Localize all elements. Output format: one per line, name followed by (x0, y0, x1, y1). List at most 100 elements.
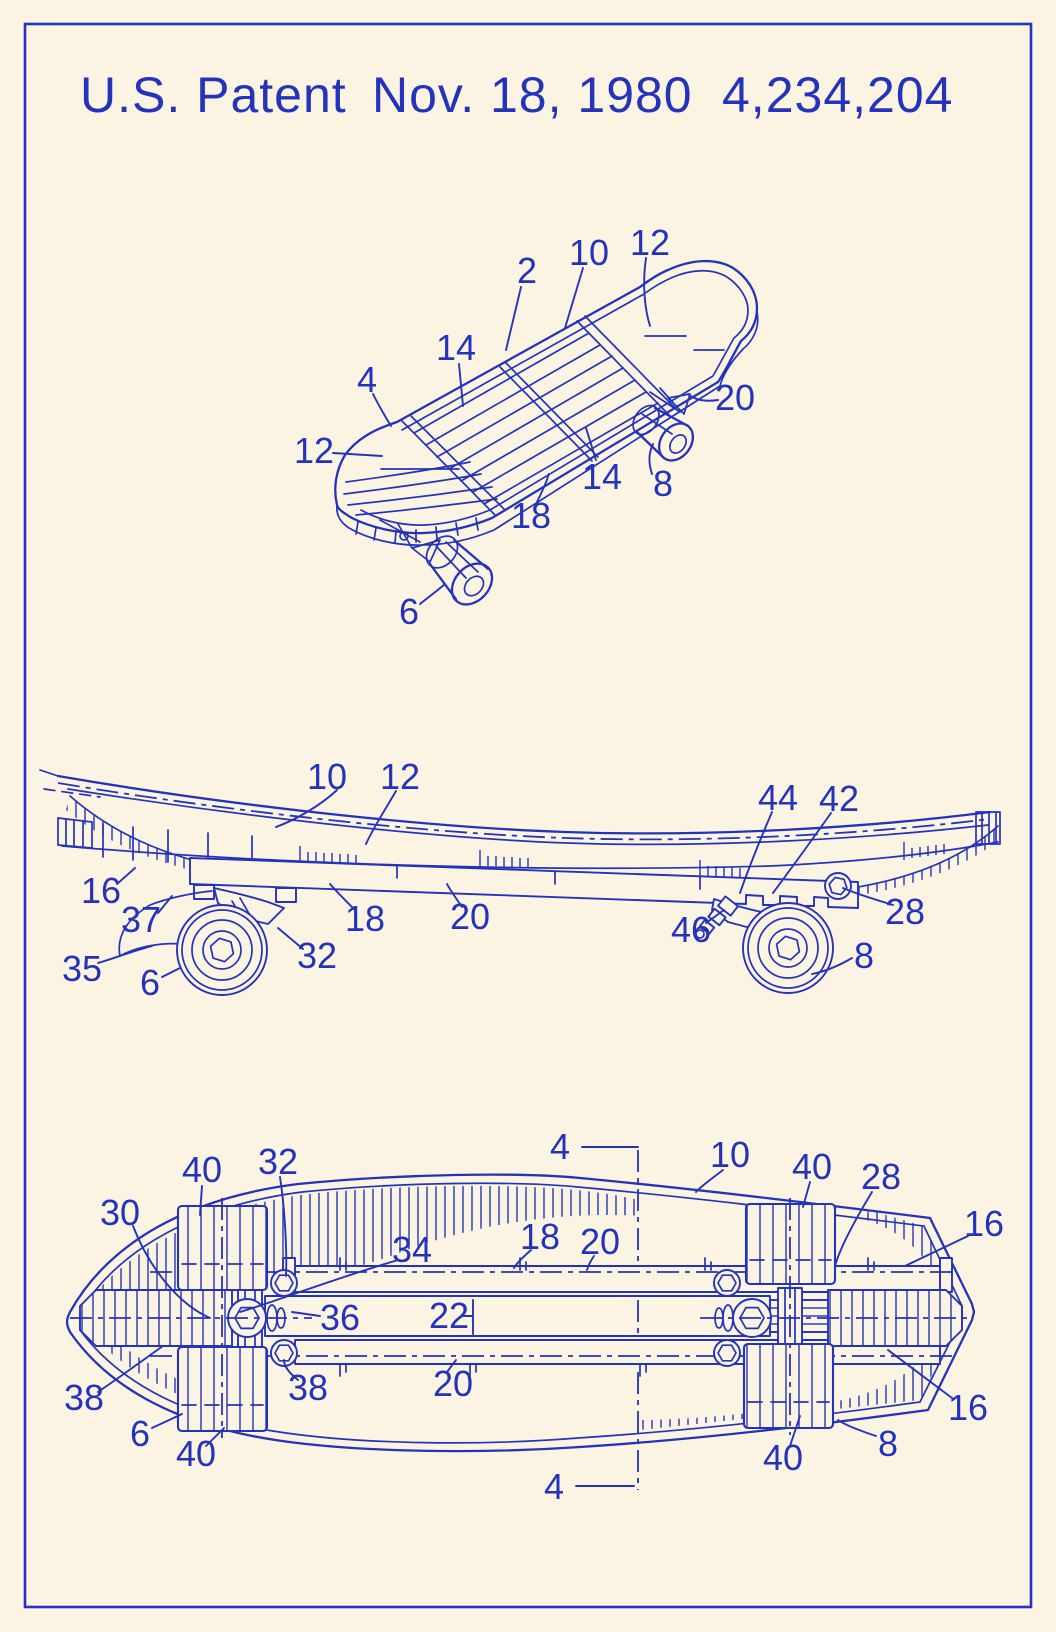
deck-inner-rim (360, 269, 749, 526)
tick-group-b (479, 850, 529, 868)
ref-numeral: 36 (320, 1297, 360, 1338)
rear-nut-lower (713, 1339, 741, 1367)
ref-numeral: 4 (544, 1466, 564, 1507)
ref-numeral: 40 (182, 1149, 222, 1190)
ref-numeral: 20 (450, 896, 490, 937)
ref-numeral: 44 (758, 777, 798, 818)
deck-top-line (56, 774, 992, 835)
ref-numeral: 16 (81, 870, 121, 911)
rear-wheel-side (742, 902, 834, 994)
ref-numeral: 40 (792, 1146, 832, 1187)
ref-numeral: 46 (671, 909, 711, 950)
frame-segments (102, 823, 253, 867)
ref-numeral: 2 (517, 250, 537, 291)
ref-numeral: 18 (520, 1216, 560, 1257)
deck-underside-line (67, 788, 989, 846)
ref-numeral: 20 (580, 1221, 620, 1262)
ref-numeral: 4 (550, 1126, 570, 1167)
ref-numeral: 12 (294, 430, 334, 471)
ref-numeral: 18 (511, 495, 551, 536)
front-nut-lower (270, 1339, 298, 1367)
tail-wedge-edge (805, 825, 999, 893)
flat-dashes (380, 335, 725, 470)
nose-hidden-dash (43, 788, 101, 798)
header-date: Nov. 18, 1980 (372, 67, 693, 123)
ref-numeral: 10 (569, 232, 609, 273)
ref-numeral: 18 (345, 898, 385, 939)
deck-grooves (413, 332, 659, 505)
rim-ticks (355, 517, 479, 544)
ref-numeral: 20 (433, 1363, 473, 1404)
ref-numeral: 34 (392, 1229, 432, 1270)
nose-ribs (343, 461, 498, 516)
ref-numeral: 38 (288, 1367, 328, 1408)
sheet-border (23, 22, 1033, 1609)
nose-tip-line (39, 769, 59, 777)
front-wheel (425, 535, 494, 606)
front-riser-pad2 (275, 887, 297, 903)
ref-numeral: 38 (64, 1377, 104, 1418)
ref-numeral: 28 (861, 1156, 901, 1197)
ref-numeral: 40 (763, 1437, 803, 1478)
rear-wheel-dashes (747, 1259, 832, 1403)
figure-perspective-view: 2 10 12 14 4 12 20 14 18 8 6 (294, 222, 759, 632)
ref-numeral: 12 (380, 756, 420, 797)
ref-numeral: 8 (854, 935, 874, 976)
front-kingpin (399, 531, 409, 541)
rear-nut-lower-hex (717, 1344, 737, 1362)
ref-numeral: 16 (964, 1203, 1004, 1244)
rear-wheel (632, 404, 695, 462)
rail-end-tab-right (939, 1257, 953, 1293)
center-beam (264, 1295, 771, 1337)
perspective-leaders (332, 257, 719, 605)
figure-bottom-view: 30 40 32 4 10 40 28 16 18 20 34 36 22 38… (64, 1126, 1004, 1507)
bottom-leaders (97, 1169, 969, 1447)
ref-numeral: 28 (885, 891, 925, 932)
ref-numeral: 10 (710, 1134, 750, 1175)
tick-group-d (903, 842, 945, 860)
ref-numeral: 32 (297, 935, 337, 976)
nose-end-cap (57, 817, 93, 849)
ref-numeral: 14 (436, 327, 476, 368)
front-nut-upper (270, 1269, 298, 1297)
ref-numeral: 4 (357, 359, 377, 400)
rear-nut-upper (713, 1269, 741, 1297)
tick-group-c (699, 860, 741, 878)
upper-rail-ticks (339, 1257, 875, 1271)
deck-centerline (57, 782, 991, 841)
deck-rim (336, 311, 759, 546)
runner-rail (189, 857, 859, 909)
ref-numeral: 16 (948, 1387, 988, 1428)
front-truck (379, 519, 441, 563)
side-leaders (97, 789, 894, 978)
frame-band-bottom (61, 841, 999, 870)
ref-numeral: 22 (429, 1295, 469, 1336)
rear-nut-upper-hex (717, 1274, 737, 1292)
header-office: U.S. Patent (80, 67, 347, 123)
front-wheel-dashes (181, 1263, 264, 1406)
tail-end-cap (975, 811, 1001, 845)
ref-numeral: 35 (62, 948, 102, 989)
header: U.S. Patent Nov. 18, 1980 4,234,204 (80, 67, 953, 123)
wheel-rear-bottom (742, 1342, 835, 1430)
rim-hatch-lower-right (640, 1318, 958, 1430)
header-patent-number: 4,234,204 (722, 67, 953, 123)
ref-numeral: 14 (582, 456, 622, 497)
ref-numeral: 6 (130, 1413, 150, 1454)
ref-numeral: 8 (878, 1423, 898, 1464)
section-line-4-4 (575, 1146, 639, 1490)
ref-numeral: 37 (121, 899, 161, 940)
ref-numeral: 30 (100, 1192, 140, 1233)
ref-numeral: 40 (176, 1433, 216, 1474)
rear-truck (649, 387, 691, 415)
ref-numeral: 12 (630, 222, 670, 263)
front-nut-upper-hex (274, 1274, 294, 1292)
rack-bolt-hex (828, 876, 848, 896)
ref-numeral: 32 (258, 1141, 298, 1182)
rack-bolt (824, 872, 852, 900)
front-nut-lower-hex (274, 1344, 294, 1362)
ref-numeral: 8 (653, 463, 673, 504)
figure-side-view: 10 12 44 42 16 37 35 6 32 18 20 46 28 8 (39, 756, 1002, 1003)
